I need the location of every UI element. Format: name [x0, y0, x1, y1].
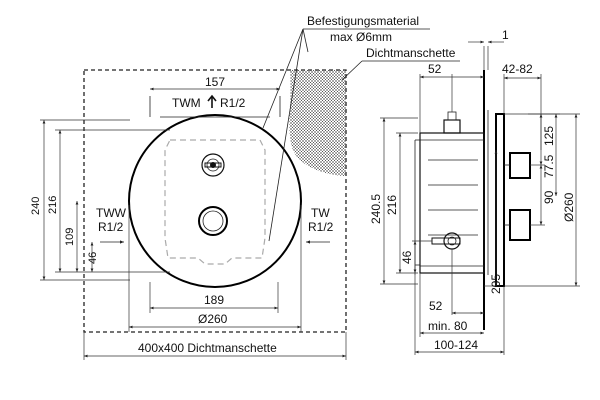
- body-ghost-outline: [164, 139, 266, 265]
- label-mounting-material: Befestigungsmaterial: [307, 14, 419, 28]
- label-tw-thread: R1/2: [308, 220, 334, 234]
- front-view: 157 TWM R1/2 240 216 109 46 TWW R1/2 TW …: [30, 14, 460, 360]
- up-arrow-icon: [207, 94, 217, 108]
- side-dim-46: 46: [400, 250, 414, 264]
- sealing-collar-outline: [83, 69, 347, 333]
- side-dim-42-82: 42-82: [502, 62, 533, 76]
- upper-handle-side: [509, 152, 531, 179]
- label-400x400-collar: 400x400 Dichtmanschette: [138, 341, 277, 355]
- label-max-diameter: max Ø6mm: [330, 30, 392, 44]
- side-dim-52-top: 52: [428, 62, 442, 76]
- label-twm-thread: R1/2: [220, 96, 246, 110]
- side-dim-205: 205: [489, 274, 503, 294]
- side-dim-125: 125: [542, 126, 556, 146]
- side-dim-d260: Ø260: [562, 192, 576, 222]
- side-dim-1: 1: [502, 28, 509, 42]
- front-dim-216: 216: [47, 196, 59, 214]
- side-dim-216: 216: [385, 195, 399, 215]
- lower-handle: [198, 206, 228, 236]
- label-sealing-collar: Dichtmanschette: [366, 46, 456, 60]
- label-tww: TWW: [96, 206, 127, 220]
- side-dim-90: 90: [542, 190, 556, 204]
- front-dim-d260: Ø260: [198, 312, 228, 326]
- side-dim-52-bottom: 52: [429, 299, 443, 313]
- label-tww-thread: R1/2: [98, 220, 124, 234]
- front-dim-46: 46: [87, 252, 99, 264]
- lower-handle-side: [509, 209, 531, 241]
- side-dim-77-5: 77.5: [542, 154, 556, 178]
- label-twm: TWM: [172, 96, 201, 110]
- label-tw: TW: [311, 206, 330, 220]
- side-dim-min-80: min. 80: [428, 319, 468, 333]
- top-connector: [443, 119, 461, 134]
- side-dim-100-124: 100-124: [434, 338, 478, 352]
- cover-plate-circle: [128, 114, 302, 288]
- cover-plate-side: [495, 113, 505, 287]
- upper-handle: [201, 153, 225, 177]
- front-dim-109: 109: [64, 228, 76, 246]
- side-dim-240-5: 240.5: [369, 194, 383, 224]
- front-dim-240: 240: [30, 197, 42, 215]
- front-dim-157: 157: [205, 75, 225, 89]
- front-dim-189: 189: [204, 293, 224, 307]
- wall-hatch: [289, 70, 346, 176]
- side-view: 1 52 42-82 125 77.5 90 Ø260 240.5: [369, 28, 580, 355]
